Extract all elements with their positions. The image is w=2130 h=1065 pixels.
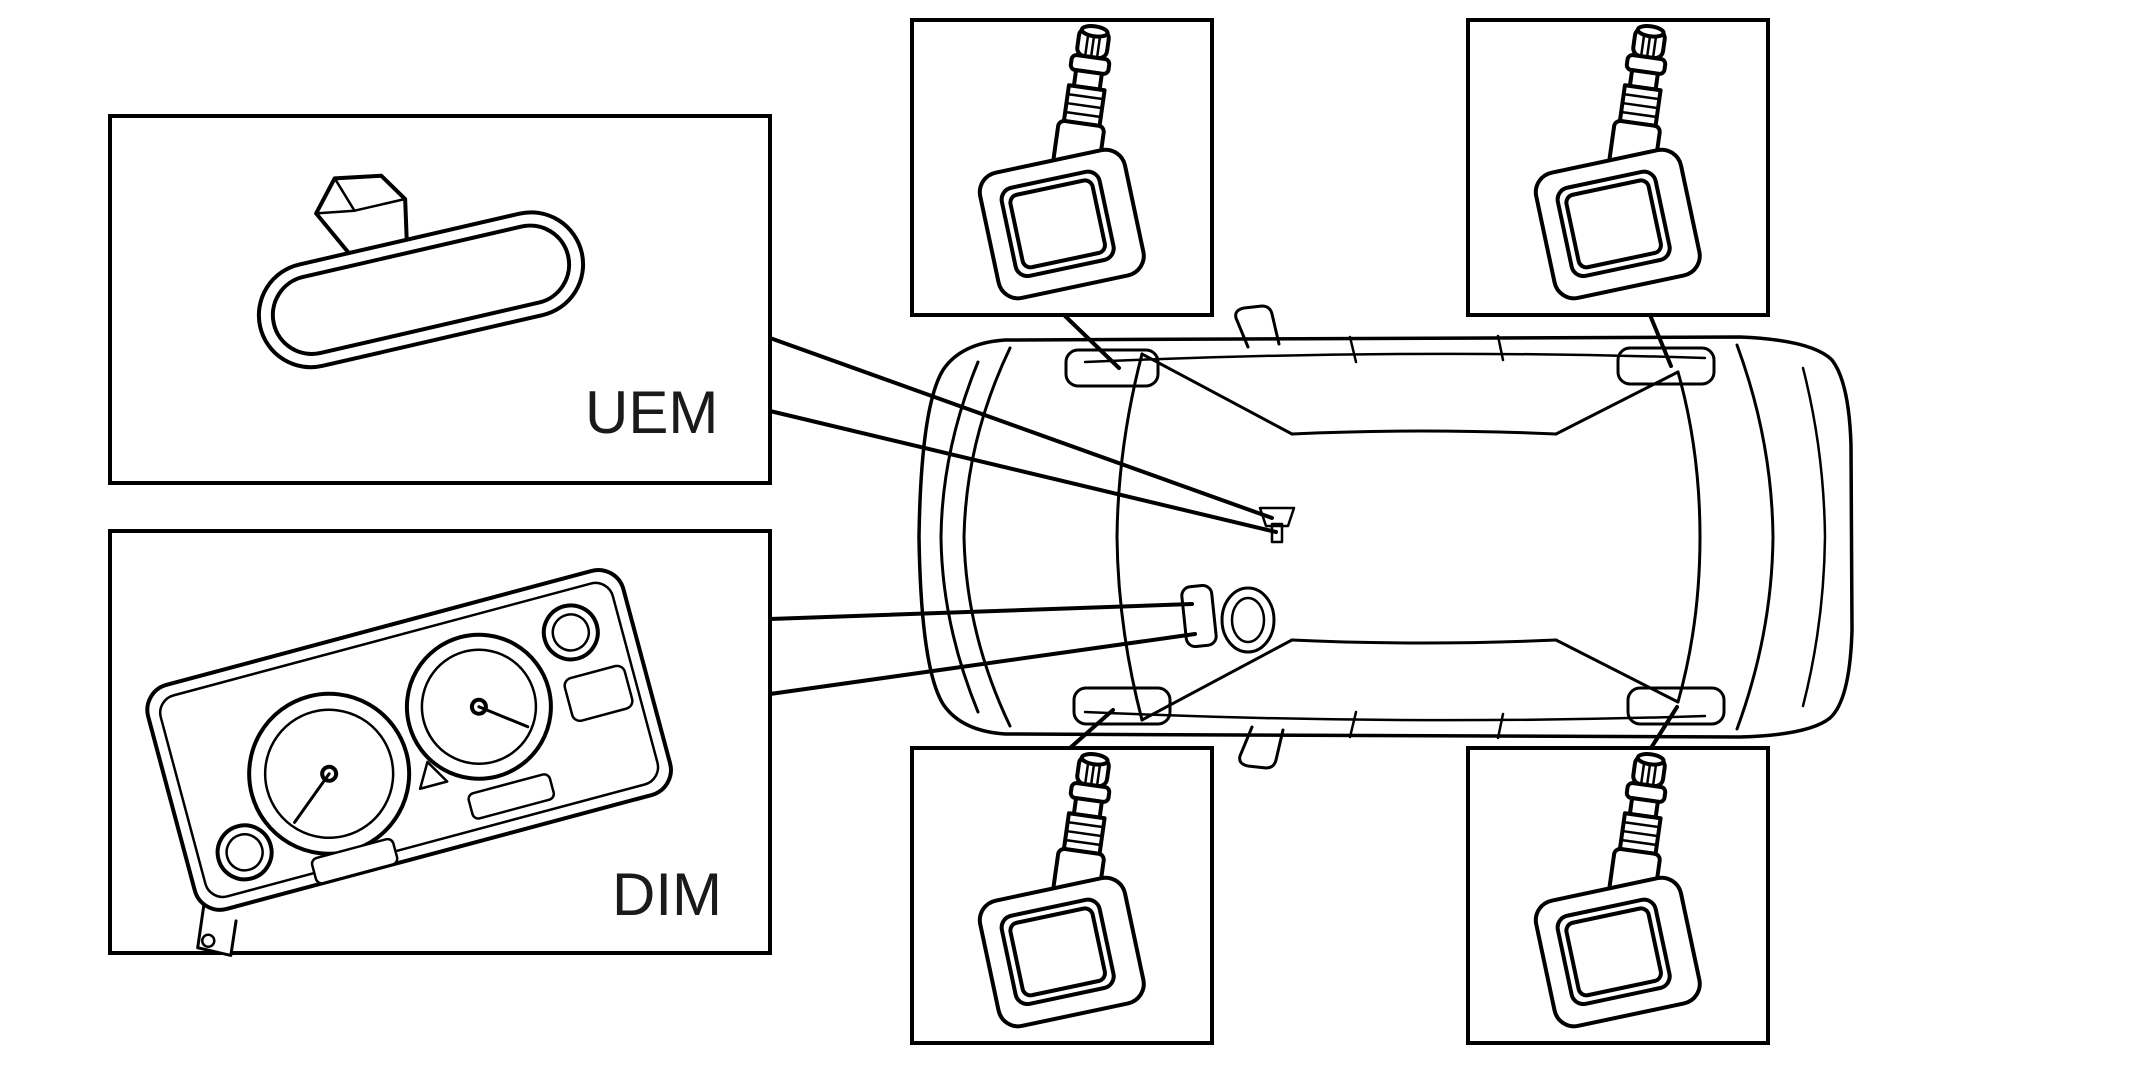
a-pillar-bottom (1140, 638, 1294, 722)
wheel-front-lower (1072, 686, 1172, 726)
lcd-window-center (467, 773, 556, 820)
door-mirror-top (1234, 304, 1281, 349)
dim-label: DIM (612, 861, 722, 928)
a-pillar-top (1140, 352, 1294, 436)
steering-wheel-rim (1230, 596, 1266, 644)
gauge-right-needle (477, 705, 530, 729)
windshield-front-edge (1115, 352, 1144, 722)
roof-edge-top (1290, 429, 1558, 436)
lcd-window-left (310, 837, 399, 885)
side-line-top (1083, 352, 1707, 364)
door-mirror-bottom (1238, 725, 1285, 770)
uem-label: UEM (585, 379, 718, 446)
dim-leader-line-2 (768, 632, 1197, 696)
mirror-mount-fold-line-2 (314, 209, 356, 215)
sensor-leader-lines (1062, 313, 1679, 750)
wheel-front-upper (1064, 348, 1160, 388)
sensor-leader-top-right (1648, 313, 1673, 368)
gauge-small-left-dial (225, 833, 264, 872)
steering-wheel (1220, 586, 1276, 654)
roof-edge-bottom (1290, 638, 1558, 645)
lcd-window-right (563, 664, 634, 723)
instrument-panel-marker (1180, 583, 1218, 649)
gauge-left-needle (293, 772, 331, 824)
uem-leader-line-1 (768, 336, 1274, 520)
car-top-view (917, 304, 1854, 770)
sensor-leader-top-left (1062, 313, 1121, 370)
wheel-rear-upper (1616, 346, 1716, 386)
trunk-line (1735, 343, 1775, 731)
cluster-screw (201, 933, 216, 949)
wheel-rear-lower (1626, 686, 1726, 726)
c-pillar-top (1554, 370, 1680, 436)
front-bumper-line (939, 360, 980, 714)
gauge-small-right-dial (551, 613, 591, 652)
warning-triangle-icon (418, 760, 449, 790)
uem-leader-line-2 (768, 409, 1278, 534)
rear-fascia-line (1801, 366, 1827, 708)
c-pillar-bottom (1554, 638, 1680, 704)
door-seam-2-top (1496, 334, 1505, 362)
car-body-outline (917, 335, 1854, 739)
rear-window-edge (1676, 370, 1702, 704)
side-line-bottom (1083, 710, 1707, 722)
door-seam-1-top (1348, 335, 1358, 364)
hood-line (962, 346, 1012, 728)
door-seam-1-bottom (1348, 710, 1358, 739)
dim-leader-line-1 (768, 602, 1194, 621)
uem-leader-lines (768, 336, 1278, 534)
sensor-leader-bottom-right (1649, 705, 1679, 750)
rearview-mirror-icon (256, 173, 586, 370)
wheels (1064, 346, 1726, 726)
door-seam-2-bottom (1496, 712, 1505, 740)
instrument-cluster-icon (145, 568, 673, 957)
mirror-glass (270, 223, 572, 356)
mirror-mount-marker (1258, 506, 1296, 544)
sensor-leader-bottom-left (1068, 708, 1115, 750)
